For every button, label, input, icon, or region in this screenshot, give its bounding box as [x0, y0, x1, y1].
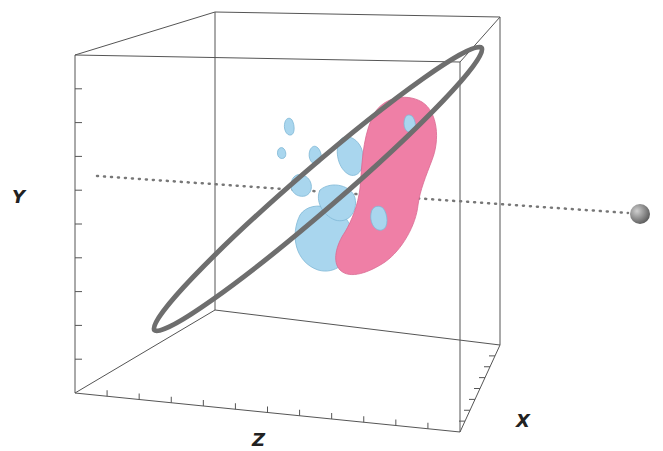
axis-tick	[489, 355, 495, 356]
axis-tick	[464, 410, 470, 411]
axis-tick	[75, 291, 82, 292]
axis-tick	[479, 377, 485, 378]
axis-tick	[203, 400, 204, 406]
z-axis-label: Z	[252, 431, 265, 449]
y-axis-label: Y	[12, 188, 25, 206]
axis-tick	[474, 388, 480, 389]
axis-tick	[75, 359, 82, 360]
axis-tick	[107, 390, 108, 396]
axis-tick	[395, 420, 396, 426]
bounding-box	[75, 12, 500, 432]
axis-tick	[75, 88, 82, 89]
axis-tick	[75, 257, 82, 258]
axis-tick	[75, 122, 82, 123]
source-sphere	[630, 204, 650, 224]
axis-tick	[171, 397, 172, 403]
axis-tick	[235, 403, 236, 409]
axis-tick	[459, 421, 465, 422]
axis-tick	[484, 366, 490, 367]
axis-tick	[363, 416, 364, 422]
axis-tick	[267, 407, 268, 413]
x-axis-label: X	[516, 412, 530, 430]
axis-tick	[469, 399, 475, 400]
axis-tick	[427, 423, 428, 429]
coil-ring	[141, 32, 495, 346]
axis-tick	[75, 190, 82, 191]
axis-tick	[75, 224, 82, 225]
axis-ticks	[75, 89, 495, 429]
axis-tick	[75, 156, 82, 157]
axis-tick	[139, 394, 140, 400]
axis-tick	[299, 410, 300, 416]
axis-tick	[75, 325, 82, 326]
axis-tick	[331, 413, 332, 419]
